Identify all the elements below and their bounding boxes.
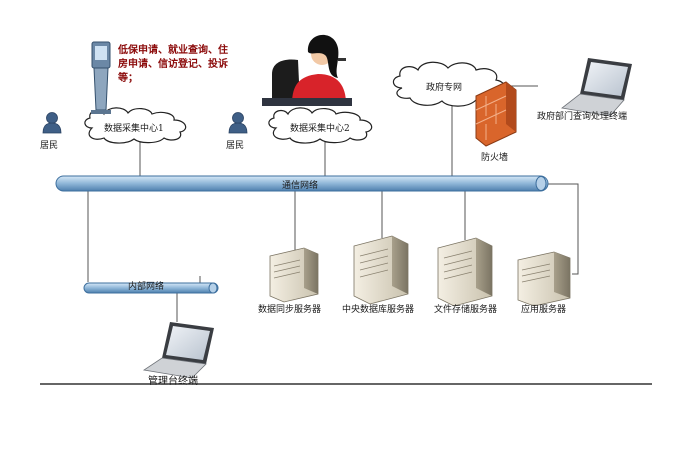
internal-network-bus bbox=[83, 282, 219, 294]
kiosk-services-text: 低保申请、就业查询、住 房申请、信访登记、投诉 等； bbox=[118, 44, 278, 86]
kiosk-services-line-1: 低保申请、就业查询、住 bbox=[118, 45, 228, 56]
server-icon bbox=[437, 237, 493, 307]
server-icon bbox=[269, 247, 319, 303]
management-terminal-label: 管理台终端 bbox=[148, 376, 198, 387]
server-icon bbox=[353, 235, 409, 305]
internal-network-label: 内部网络 bbox=[128, 282, 165, 292]
sync-server-label: 数据同步服务器 bbox=[258, 305, 322, 315]
resident-label-1: 居民 bbox=[40, 141, 59, 151]
gov-terminal-label: 政府部门查询处理终端 bbox=[537, 112, 628, 122]
laptop-icon bbox=[561, 58, 632, 117]
firewall-icon bbox=[475, 81, 517, 147]
firewall-label: 防火墙 bbox=[481, 153, 509, 163]
gov-network-label: 政府专网 bbox=[426, 83, 463, 93]
kiosk-services-line-2: 房申请、信访登记、投诉 bbox=[118, 59, 228, 70]
person-icon bbox=[228, 112, 248, 134]
self-service-kiosk-icon bbox=[91, 41, 111, 114]
resident-label-2: 居民 bbox=[226, 141, 245, 151]
person-icon bbox=[42, 112, 62, 134]
operator-woman-illustration bbox=[262, 34, 359, 106]
app-server-label: 应用服务器 bbox=[521, 305, 567, 315]
cloud-data-center-2 bbox=[268, 107, 373, 144]
kiosk-services-line-3: 等； bbox=[118, 73, 138, 84]
data-center-2-label: 数据采集中心2 bbox=[290, 124, 350, 134]
file-storage-server-label: 文件存储服务器 bbox=[434, 305, 498, 315]
telecom-network-label: 通信网络 bbox=[282, 181, 319, 191]
telecom-network-bus bbox=[55, 175, 549, 192]
laptop-icon bbox=[142, 322, 214, 379]
central-db-server-label: 中央数据库服务器 bbox=[342, 305, 415, 315]
connector-lines bbox=[87, 85, 579, 322]
server-icon bbox=[517, 251, 571, 307]
data-center-1-label: 数据采集中心1 bbox=[104, 124, 164, 134]
